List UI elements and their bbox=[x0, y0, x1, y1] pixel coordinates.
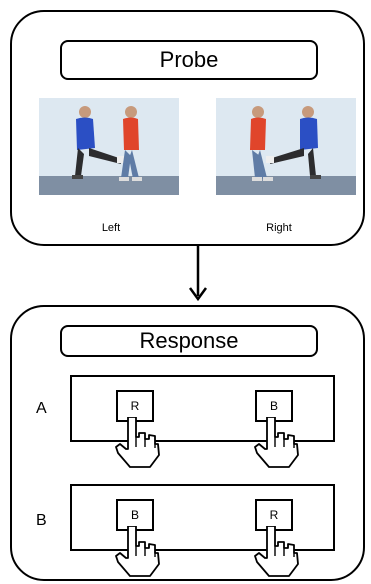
probe-title-text: Probe bbox=[159, 47, 219, 72]
probe-image-right bbox=[216, 98, 356, 195]
key-left-b: B bbox=[116, 499, 154, 531]
response-title-text: Response bbox=[139, 328, 239, 353]
key-right-b-label: R bbox=[269, 508, 279, 522]
keyboard-a: R B bbox=[70, 375, 335, 468]
pointing-hand-icon bbox=[115, 526, 160, 577]
response-row-b-label: B bbox=[36, 512, 47, 529]
key-left-a-label: R bbox=[130, 399, 140, 413]
pointing-hand-icon bbox=[115, 417, 160, 468]
response-row-a-label: A bbox=[36, 400, 47, 417]
probe-image-left bbox=[39, 98, 179, 195]
key-right-b: R bbox=[255, 499, 293, 531]
probe-label-right: Right bbox=[266, 222, 292, 234]
down-arrow-icon bbox=[188, 246, 208, 302]
probe-panel: Probe bbox=[10, 10, 365, 246]
probe-title: Probe bbox=[60, 40, 318, 80]
key-left-b-label: B bbox=[130, 508, 139, 522]
pointing-hand-icon bbox=[254, 526, 299, 577]
response-panel: Response A R B B B R bbox=[10, 305, 365, 581]
probe-label-left: Left bbox=[101, 222, 121, 234]
keyboard-b: B R bbox=[70, 484, 335, 577]
pointing-hand-icon bbox=[254, 417, 299, 468]
response-title: Response bbox=[60, 325, 318, 357]
key-right-a-label: B bbox=[269, 399, 278, 413]
